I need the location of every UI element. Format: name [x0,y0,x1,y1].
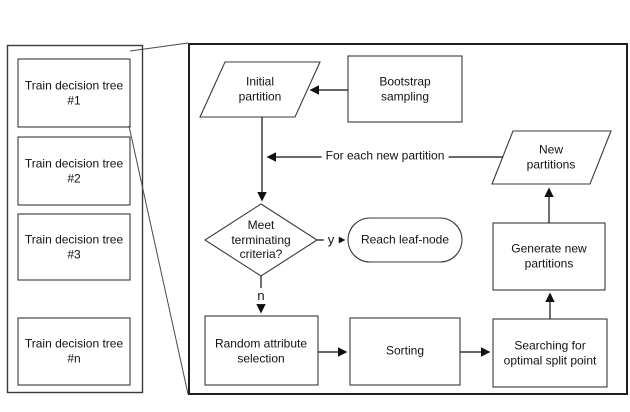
generate-partitions-label: Generate new partitions [511,241,587,270]
reach-leaf-node-label: Reach leaf-node [360,232,450,247]
left-panel-frame [6,44,144,394]
train-tree-n-label: Train decision tree #n [24,336,124,365]
initial-partition-shape [199,61,321,118]
train-tree-3-label: Train decision tree #3 [24,232,124,261]
generate-partitions-shape [492,222,606,291]
random-attribute-shape [204,315,319,386]
edge-label-no: n [253,288,269,304]
train-tree-n-box [17,317,131,386]
new-partitions-shape [491,130,612,185]
zoom-connector-top [129,42,189,52]
train-tree-1-label: Train decision tree #1 [24,78,124,107]
meet-criteria-label: Meet terminating criteria? [231,218,291,262]
train-tree-1-box [17,58,131,128]
bootstrap-sampling-shape [347,55,463,123]
train-tree-2-label: Train decision tree #2 [24,156,124,185]
edge-label-for-each-partition: For each new partition [321,148,449,164]
initial-partition-label: Initial partition [238,74,282,103]
bootstrap-sampling-label: Bootstrap sampling [379,74,431,103]
sorting-shape [349,317,461,386]
reach-leaf-node-shape [347,217,463,263]
random-attribute-label: Random attribute selection [214,336,308,365]
sorting-label: Sorting [385,343,425,358]
new-partitions-label: New partitions [526,142,576,171]
zoom-connector-bottom [128,125,189,395]
train-tree-2-box [17,136,131,206]
flowchart-frame [188,43,628,395]
edge-label-yes: y [323,232,339,248]
train-tree-3-box [17,213,131,281]
searching-label: Searching for optimal split point [503,338,597,367]
